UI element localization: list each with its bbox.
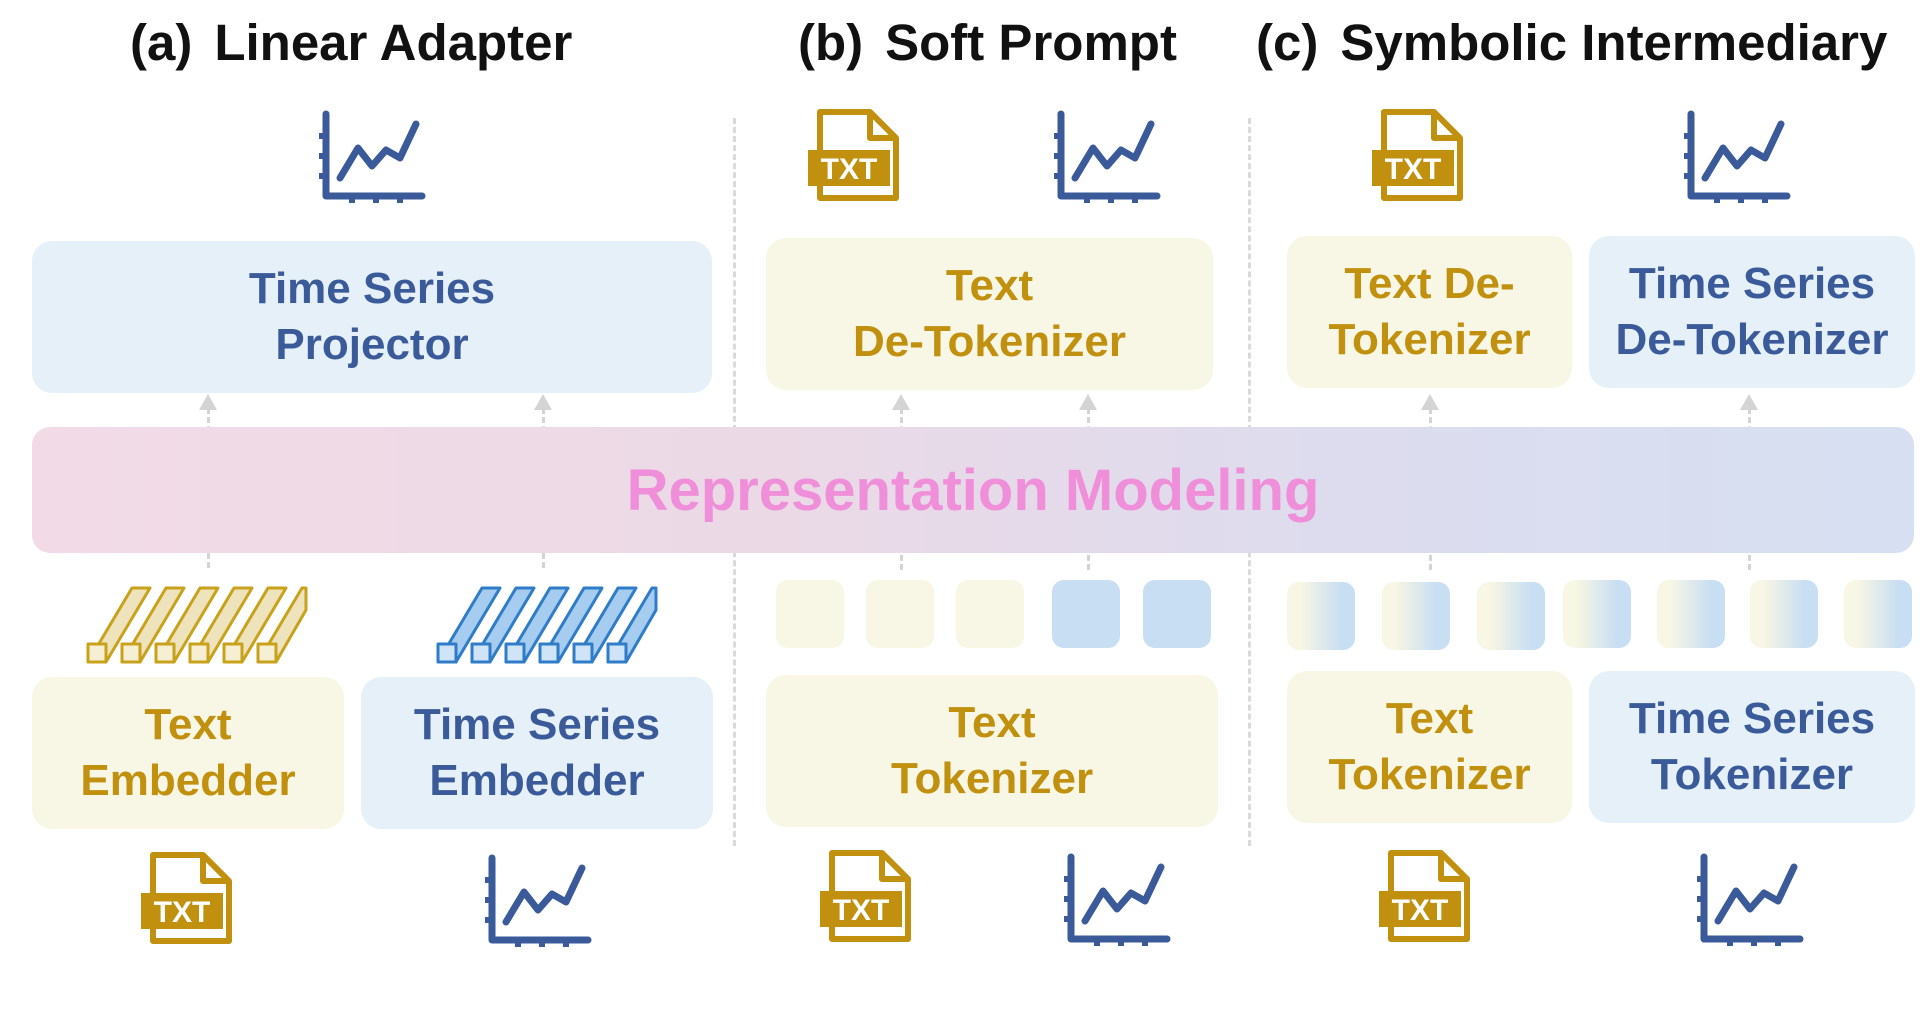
box-label-line: De-Tokenizer	[852, 317, 1127, 366]
text-de-tokenizer-box: Text De-Tokenizer	[766, 238, 1213, 390]
soft-prompt-token-time-series	[1143, 580, 1211, 648]
symbolic-token	[1477, 582, 1545, 650]
line-chart-icon	[1684, 110, 1791, 203]
time-series-de-tokenizer-box: Time Series De-Tokenizer	[1589, 236, 1915, 388]
soft-prompt-token-text	[866, 580, 934, 648]
text-embedder-box: Text Embedder	[32, 677, 344, 829]
box-label-line: Embedder	[80, 756, 296, 805]
txt-file-icon: TXT	[820, 850, 911, 942]
title-text: Soft Prompt	[885, 14, 1177, 71]
symbolic-token	[1750, 580, 1818, 648]
box-label-line: Text	[945, 261, 1034, 310]
soft-prompt-token-text	[956, 580, 1024, 648]
txt-file-label: TXT	[833, 894, 890, 927]
title-label: (b)	[798, 14, 864, 71]
box-label-line: Text	[948, 698, 1036, 747]
time-series-tokenizer-box: Time Series Tokenizer	[1589, 671, 1915, 823]
title-label: (c)	[1256, 14, 1319, 71]
box-label-line: Tokenizer	[1328, 750, 1531, 799]
symbolic-token	[1287, 582, 1355, 650]
box-label-line: Time Series	[248, 264, 496, 313]
box-label-line: Text	[1385, 694, 1474, 743]
box-label-line: Embedder	[429, 756, 645, 805]
txt-file-label: TXT	[821, 153, 878, 186]
symbolic-token	[1844, 580, 1912, 648]
text-de-tokenizer-box: Text De- Tokenizer	[1287, 236, 1572, 388]
line-chart-icon	[485, 854, 592, 947]
time-series-embedding-vectors-icon	[436, 586, 658, 664]
box-label-line: Tokenizer	[1328, 315, 1531, 364]
symbolic-token	[1563, 580, 1631, 648]
title-text: Linear Adapter	[214, 14, 573, 71]
txt-file-icon: TXT	[141, 852, 232, 944]
time-series-embedder-box: Time Series Embedder	[361, 677, 713, 829]
line-chart-icon	[1054, 110, 1161, 203]
soft-prompt-token-text	[776, 580, 844, 648]
box-label-line: Tokenizer	[890, 754, 1094, 803]
box-label-line: De-Tokenizer	[1615, 315, 1889, 364]
box-label-line: Text De-	[1344, 259, 1515, 308]
soft-prompt-token-time-series	[1052, 580, 1120, 648]
representation-modeling-band: Representation Modeling	[32, 427, 1914, 553]
line-chart-icon	[319, 110, 426, 203]
txt-file-icon: TXT	[1379, 850, 1470, 942]
txt-file-icon: TXT	[808, 109, 899, 201]
title-linear-adapter: (a) Linear Adapter	[130, 8, 572, 78]
time-series-projector-box: Time Series Projector	[32, 241, 712, 393]
box-label-line: Time Series	[1628, 694, 1876, 743]
line-chart-icon	[1064, 853, 1171, 946]
title-symbolic-intermediary: (c) Symbolic Intermediary	[1256, 8, 1887, 78]
line-chart-icon	[1697, 853, 1804, 946]
text-tokenizer-box: Text Tokenizer	[1287, 671, 1572, 823]
txt-file-label: TXT	[154, 896, 211, 929]
title-label: (a)	[130, 14, 193, 71]
txt-file-label: TXT	[1385, 153, 1442, 186]
title-text: Symbolic Intermediary	[1340, 14, 1888, 71]
text-embedding-vectors-icon	[86, 586, 308, 664]
box-label-line: Text	[144, 700, 232, 749]
box-label-line: Time Series	[413, 700, 661, 749]
txt-file-icon: TXT	[1372, 109, 1463, 201]
box-label-line: Time Series	[1628, 259, 1876, 308]
text-tokenizer-box: Text Tokenizer	[766, 675, 1218, 827]
box-label-line: Tokenizer	[1650, 750, 1854, 799]
title-soft-prompt: (b) Soft Prompt	[798, 8, 1177, 78]
symbolic-token	[1382, 582, 1450, 650]
representation-modeling-label: Representation Modeling	[626, 457, 1320, 523]
txt-file-label: TXT	[1392, 894, 1449, 927]
symbolic-token	[1657, 580, 1725, 648]
box-label-line: Projector	[275, 320, 469, 369]
